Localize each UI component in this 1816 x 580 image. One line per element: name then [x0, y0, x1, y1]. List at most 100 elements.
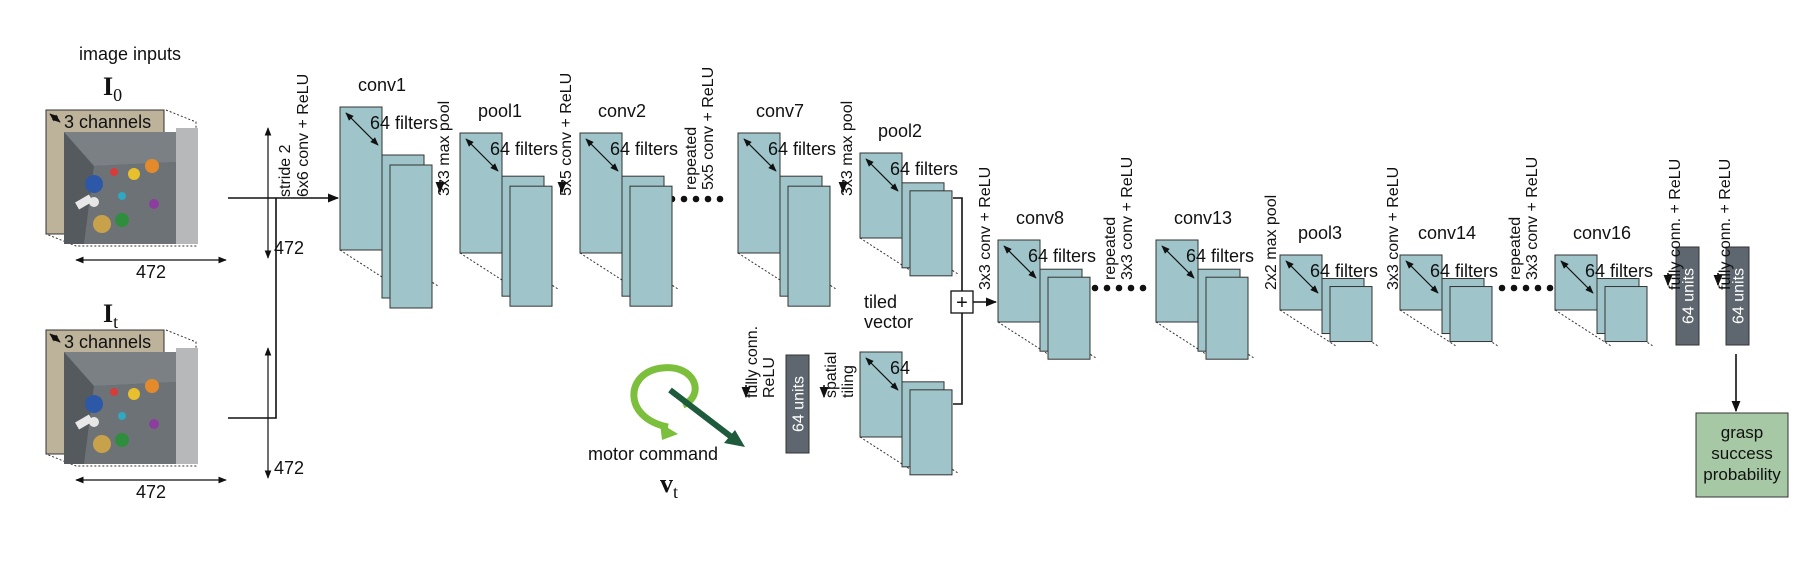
conv16-name-label: conv16	[1573, 223, 1631, 243]
op-conv2-label: 5x5 conv + ReLU	[558, 73, 575, 196]
fc2-units-box-label: 64 units	[1731, 268, 1748, 324]
motion-vector-arrow-icon	[668, 387, 740, 445]
fc2-units-box: 64 units	[1725, 246, 1750, 346]
ellipsis-dot	[1498, 284, 1506, 292]
pool2-filters-label: 64 filters	[890, 159, 958, 179]
op-tiling-line-2: tiling	[840, 365, 857, 398]
ellipsis-dot	[1139, 284, 1147, 292]
conv2-filters-label: 64 filters	[610, 139, 678, 159]
feature-plane-3	[909, 389, 953, 476]
rotation-arrowhead-icon	[660, 423, 678, 440]
ellipsis-dot	[1103, 284, 1111, 292]
fc1-units-box: 64 units	[1675, 246, 1700, 346]
ellipsis-dot	[1127, 284, 1135, 292]
op-repeat2-line-1: repeated	[1102, 217, 1119, 280]
op-repeat3-line-2: 3x3 conv + ReLU	[1524, 157, 1541, 280]
ellipsis-dot	[1522, 284, 1530, 292]
filter-dimension-arrow	[585, 138, 619, 172]
height-label: 472	[274, 238, 304, 258]
input-image-t: It	[103, 299, 118, 332]
sum-node: +	[950, 290, 974, 314]
motor-command: motor command vt	[588, 364, 745, 502]
output-line-1: grasp	[1721, 423, 1764, 442]
conv13-name-label: conv13	[1174, 208, 1232, 228]
output-line-3: probability	[1703, 465, 1781, 484]
op-fc2-label: fully conn. + ReLU	[1717, 159, 1734, 290]
ellipsis-dot	[1115, 284, 1123, 292]
op-stride-line-2: 6x6 conv + ReLU	[295, 74, 312, 197]
ellipsis-dot	[716, 195, 724, 203]
filter-dimension-arrow	[1405, 260, 1439, 294]
feature-plane-3	[509, 185, 553, 307]
connector-lines	[228, 180, 1741, 419]
motor-units-box: 64 units	[785, 354, 810, 454]
op-conv14-label: 3x3 conv + ReLU	[1385, 167, 1402, 290]
image-inputs-header: image inputs	[79, 44, 181, 64]
op-tiling-line-1: spatial	[823, 352, 840, 398]
pool3-name-label: pool3	[1298, 223, 1342, 243]
image-0-symbol: I0	[103, 72, 122, 105]
op-pool3-label: 2x2 max pool	[1263, 195, 1280, 290]
ellipsis-dot	[1091, 284, 1099, 292]
layer-pool1: 64 filters pool1	[459, 101, 559, 307]
feature-plane-3	[1604, 286, 1648, 343]
op-fc1-label: fully conn. + ReLU	[1667, 159, 1684, 290]
feature-plane-3	[629, 185, 673, 307]
motor-units-box-label: 64 units	[791, 376, 808, 432]
filter-dimension-arrow	[1560, 260, 1594, 294]
pool2-name-label: pool2	[878, 121, 922, 141]
conv8-name-label: conv8	[1016, 208, 1064, 228]
op-pool1-label: 3x3 max pool	[436, 101, 453, 196]
output-line-2: success	[1711, 444, 1772, 463]
ellipsis-dot	[1510, 284, 1518, 292]
ellipsis-dot	[692, 195, 700, 203]
feature-plane-3	[1449, 286, 1493, 343]
layer-conv8: 64 filters conv8	[997, 208, 1097, 360]
input-image-0: image inputs I0	[79, 44, 181, 105]
ellipsis-dot	[1534, 284, 1542, 292]
tiled-filters-label: 64	[890, 358, 910, 378]
feature-plane-3	[389, 164, 433, 309]
image-t-symbol: It	[103, 299, 118, 332]
channels-label: 3 channels	[64, 112, 151, 132]
op-motor-fc-line-2: ReLU	[761, 357, 778, 398]
tiled-name-line-1: tiled	[864, 292, 897, 312]
conv8-filters-label: 64 filters	[1028, 246, 1096, 266]
op-conv8-label: 3x3 conv + ReLU	[977, 167, 994, 290]
feature-plane-3	[1047, 276, 1091, 360]
conv2-name-label: conv2	[598, 101, 646, 121]
ellipsis-dot	[704, 195, 712, 203]
layer-conv7: 64 filters conv7	[737, 101, 837, 307]
op-repeat1-line-1: repeated	[683, 127, 700, 190]
pool1-name-label: pool1	[478, 101, 522, 121]
motion-vector-arrowhead-icon	[724, 430, 745, 447]
conv7-filters-label: 64 filters	[768, 139, 836, 159]
filter-dimension-arrow	[1003, 245, 1037, 279]
filter-dimension-arrow	[865, 357, 899, 391]
feature-plane-3	[909, 190, 953, 277]
filter-dimension-arrow	[1161, 245, 1195, 279]
channels-label: 3 channels	[64, 332, 151, 352]
filter-dimension-arrow	[1285, 260, 1319, 294]
filter-dimension-arrow	[743, 138, 777, 172]
output-box: grasp success probability	[1695, 412, 1789, 498]
op-motor-fc-line-1: fully conn.	[744, 326, 761, 398]
layer-conv2: 64 filters conv2	[579, 101, 679, 307]
conv7-name-label: conv7	[756, 101, 804, 121]
filter-dimension-arrow	[345, 112, 379, 146]
feature-plane-3	[1205, 276, 1249, 360]
pool1-filters-label: 64 filters	[490, 139, 558, 159]
width-label: 472	[136, 482, 166, 502]
plus-icon: +	[956, 292, 968, 314]
